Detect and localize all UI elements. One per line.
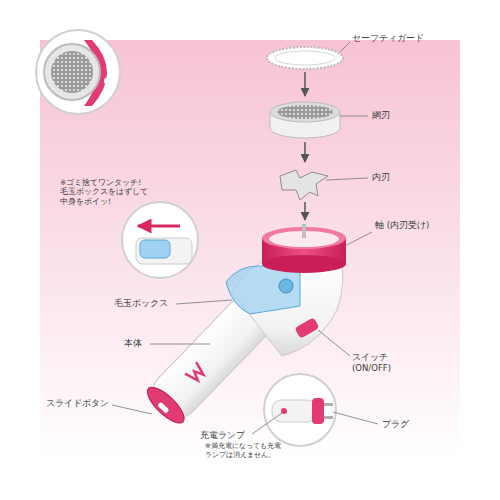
leader-line: [326, 178, 368, 180]
leader-line: [345, 232, 372, 246]
cup-bottom: [262, 255, 346, 273]
part-label: 内刃: [372, 172, 412, 183]
part-label: 本体: [124, 338, 164, 349]
slide-button: [157, 402, 169, 414]
safety-guard: [267, 47, 343, 69]
head-ring: [44, 44, 100, 100]
assembly-arrow: [304, 72, 306, 96]
inset-circle: [122, 202, 198, 278]
leader-line: [112, 405, 152, 414]
part-label: 網刃: [372, 110, 412, 121]
removal-arrow: [138, 225, 180, 228]
mesh-surface: [51, 51, 93, 93]
end-cap: [142, 382, 189, 428]
inset-circle: [264, 374, 336, 446]
note-text: ※ゴミ捨てワンタッチ! 毛玉ボックスをはずして 中身をポイッ!: [60, 178, 178, 206]
leader-line: [318, 330, 350, 356]
mesh-blade: [270, 102, 340, 122]
lint-box-tab: [279, 279, 293, 293]
assembly-arrow: [304, 202, 306, 220]
head-button: [104, 78, 110, 84]
leader-line: [333, 412, 378, 424]
part-label: 毛玉ボックス: [114, 298, 184, 309]
inset-circle: [36, 30, 120, 114]
brand-logo: [185, 362, 206, 383]
part-label: 充電ランプ: [200, 430, 270, 441]
mesh-blade-grid: [277, 105, 333, 119]
lint-box: [226, 266, 300, 314]
note-text: ※満充電になっても充電 ランプは消えません。: [205, 442, 297, 460]
part-label: セーフティガード: [352, 33, 452, 44]
leader-line: [176, 300, 232, 304]
plug-prong: [324, 416, 333, 419]
inset-cap: [312, 398, 324, 424]
power-switch: [294, 317, 319, 338]
blade-shaft: [302, 224, 306, 238]
leader-line: [340, 42, 350, 52]
plug-prong: [324, 403, 333, 406]
inset-body: [136, 238, 192, 264]
leader-line: [252, 413, 282, 434]
inset-tube: [272, 400, 316, 422]
leader-line: [150, 344, 210, 345]
leader-line: [340, 116, 368, 117]
part-label: プラグ: [382, 419, 432, 430]
assembly-arrow: [304, 142, 306, 162]
inner-blade: [280, 170, 328, 200]
inset-lint-box: [140, 240, 170, 258]
safety-guard-inner: [275, 51, 335, 65]
part-label: 軸 (内刃受け): [375, 220, 435, 231]
part-label: スイッチ (ON/OFF): [352, 352, 410, 373]
part-label: スライドボタン: [46, 398, 126, 409]
